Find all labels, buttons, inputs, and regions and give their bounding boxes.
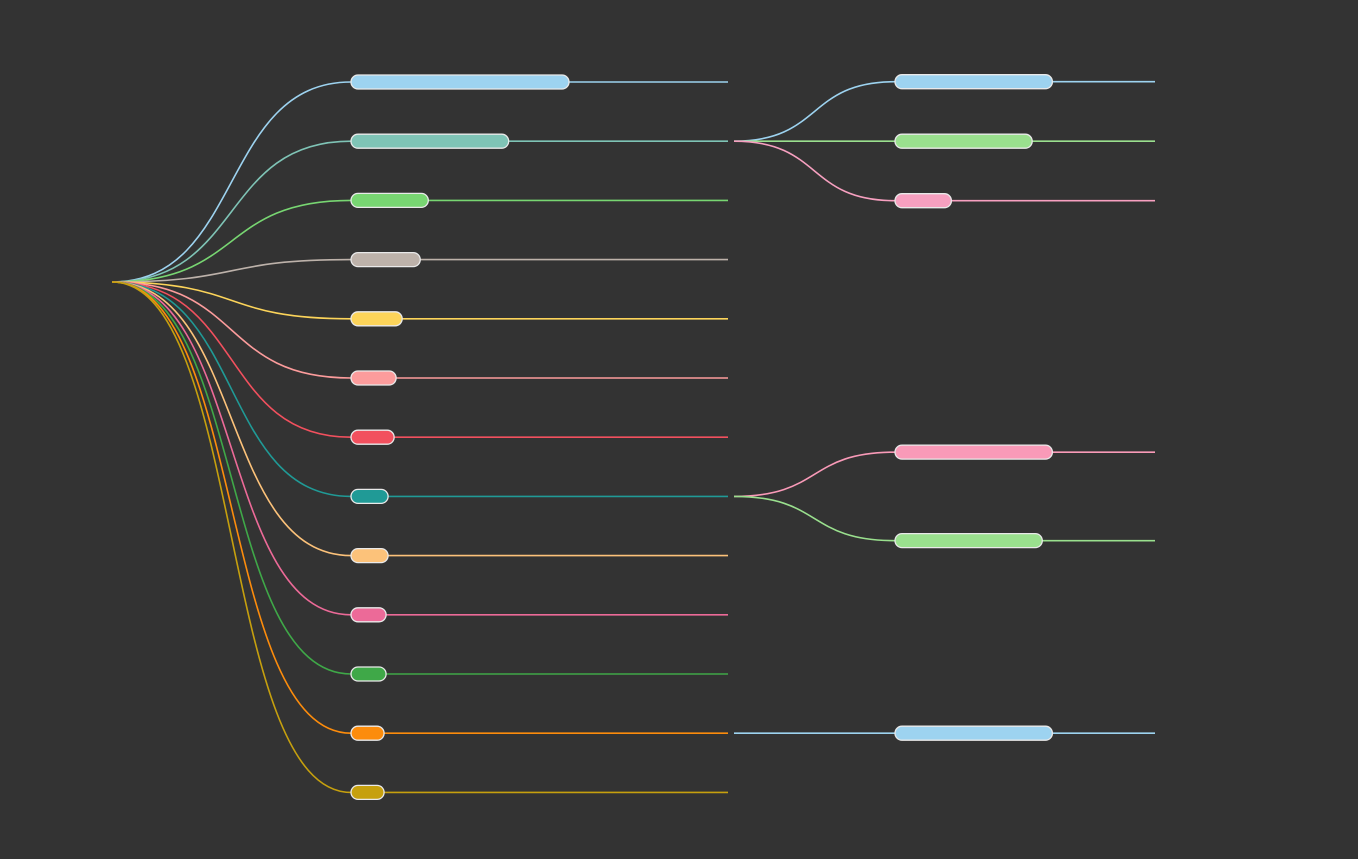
branch-11-connector bbox=[111, 281, 352, 675]
topic-node-12[interactable] bbox=[350, 725, 385, 741]
branch-7-connector bbox=[111, 281, 352, 438]
topic-nodes bbox=[350, 74, 1054, 801]
topic-node-10[interactable] bbox=[350, 607, 387, 623]
topic-node-2[interactable] bbox=[350, 133, 510, 149]
subtopic-node-2-1[interactable] bbox=[894, 74, 1054, 90]
subtopic-node-12-1[interactable] bbox=[894, 725, 1054, 741]
branch-10-connector bbox=[111, 281, 352, 616]
topic-node-6[interactable] bbox=[350, 370, 397, 386]
branch-8-child-2-connector bbox=[733, 495, 896, 542]
topic-node-11[interactable] bbox=[350, 666, 387, 682]
topic-node-7[interactable] bbox=[350, 429, 395, 445]
branch-13-connector bbox=[111, 281, 352, 794]
branch-8-child-1-connector bbox=[733, 451, 896, 498]
topic-node-4[interactable] bbox=[350, 251, 421, 268]
branch-12-connector bbox=[111, 281, 352, 734]
branch-2-child-1-connector bbox=[733, 80, 896, 142]
branch-8-connector bbox=[111, 281, 352, 498]
branch-5-connector bbox=[111, 281, 352, 320]
topic-node-5[interactable] bbox=[350, 311, 403, 327]
subtopic-node-2-3[interactable] bbox=[894, 193, 953, 209]
branch-lines bbox=[111, 80, 1155, 794]
topic-node-8[interactable] bbox=[350, 488, 389, 505]
topic-node-13[interactable] bbox=[350, 784, 385, 801]
branch-3-connector bbox=[111, 199, 352, 283]
branch-4-connector bbox=[111, 258, 352, 283]
subtopic-node-8-1[interactable] bbox=[894, 444, 1054, 460]
topic-node-9[interactable] bbox=[350, 547, 389, 564]
subtopic-node-8-2[interactable] bbox=[894, 533, 1043, 549]
branch-2-connector bbox=[111, 140, 352, 283]
branch-1-connector bbox=[111, 81, 352, 283]
subtopic-node-2-2[interactable] bbox=[894, 133, 1033, 149]
topic-node-3[interactable] bbox=[350, 192, 429, 209]
branch-6-connector bbox=[111, 281, 352, 379]
topic-node-1[interactable] bbox=[350, 74, 570, 90]
branch-2-child-3-connector bbox=[733, 140, 896, 202]
branch-9-connector bbox=[111, 281, 352, 557]
